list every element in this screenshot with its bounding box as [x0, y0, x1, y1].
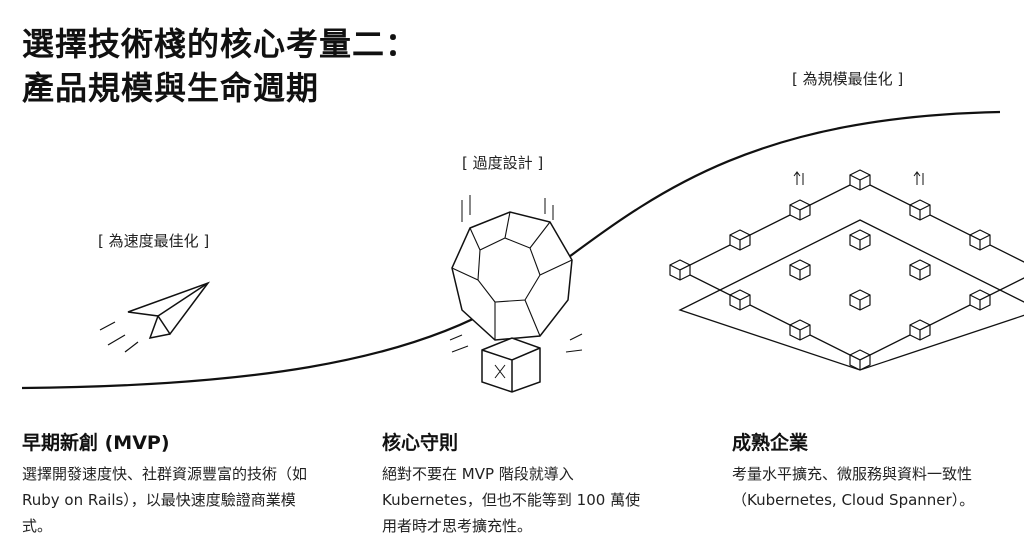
cube-node: [789, 259, 811, 281]
cube-node: [669, 259, 691, 281]
column-body: 考量水平擴充、微服務與資料一致性（Kubernetes, Cloud Spann…: [732, 465, 975, 509]
page-title: 選擇技術棧的核心考量二： 產品規模與生命週期: [22, 22, 418, 110]
cube-node: [789, 319, 811, 341]
cube-node: [849, 349, 871, 371]
cube-node: [849, 289, 871, 311]
cube-node: [729, 229, 751, 251]
scalable-grid-icon: [669, 169, 1024, 371]
arrow-up-icon: [913, 171, 924, 185]
speed-label: [ 為速度最佳化 ]: [98, 232, 210, 250]
column-core-rule: 核心守則 絕對不要在 MVP 階段就導入 Kubernetes，但也不能等到 1…: [382, 428, 652, 539]
scale-label: [ 為規模最佳化 ]: [792, 70, 904, 88]
title-line-2: 產品規模與生命週期: [22, 69, 320, 107]
cube-node: [969, 229, 991, 251]
paper-plane-icon: [99, 281, 211, 353]
cube-node: [969, 289, 991, 311]
column-heading: 早期新創 (MVP): [22, 432, 170, 454]
cube-node: [849, 229, 871, 251]
cube-node: [909, 199, 931, 221]
overdesign-label: [ 過度設計 ]: [462, 154, 544, 172]
overdesigned-rock-icon: [449, 195, 583, 393]
lifecycle-illustration: [21, 110, 1024, 393]
arrow-up-icon: [793, 171, 804, 185]
column-early-startup: 早期新創 (MVP) 選擇開發速度快、社群資源豐富的技術（如 Ruby on R…: [22, 428, 312, 539]
cube-node: [729, 289, 751, 311]
cube-node: [789, 199, 811, 221]
column-heading: 成熟企業: [732, 432, 809, 454]
cube-node: [909, 319, 931, 341]
column-mature-enterprise: 成熟企業 考量水平擴充、微服務與資料一致性（Kubernetes, Cloud …: [732, 428, 1002, 513]
column-heading: 核心守則: [382, 432, 459, 454]
column-body: 選擇開發速度快、社群資源豐富的技術（如 Ruby on Rails），以最快速度…: [22, 465, 308, 535]
column-body: 絕對不要在 MVP 階段就導入 Kubernetes，但也不能等到 100 萬使…: [382, 465, 641, 535]
title-line-1: 選擇技術棧的核心考量二：: [22, 25, 419, 63]
cube-node: [909, 259, 931, 281]
cube-node: [849, 169, 871, 191]
